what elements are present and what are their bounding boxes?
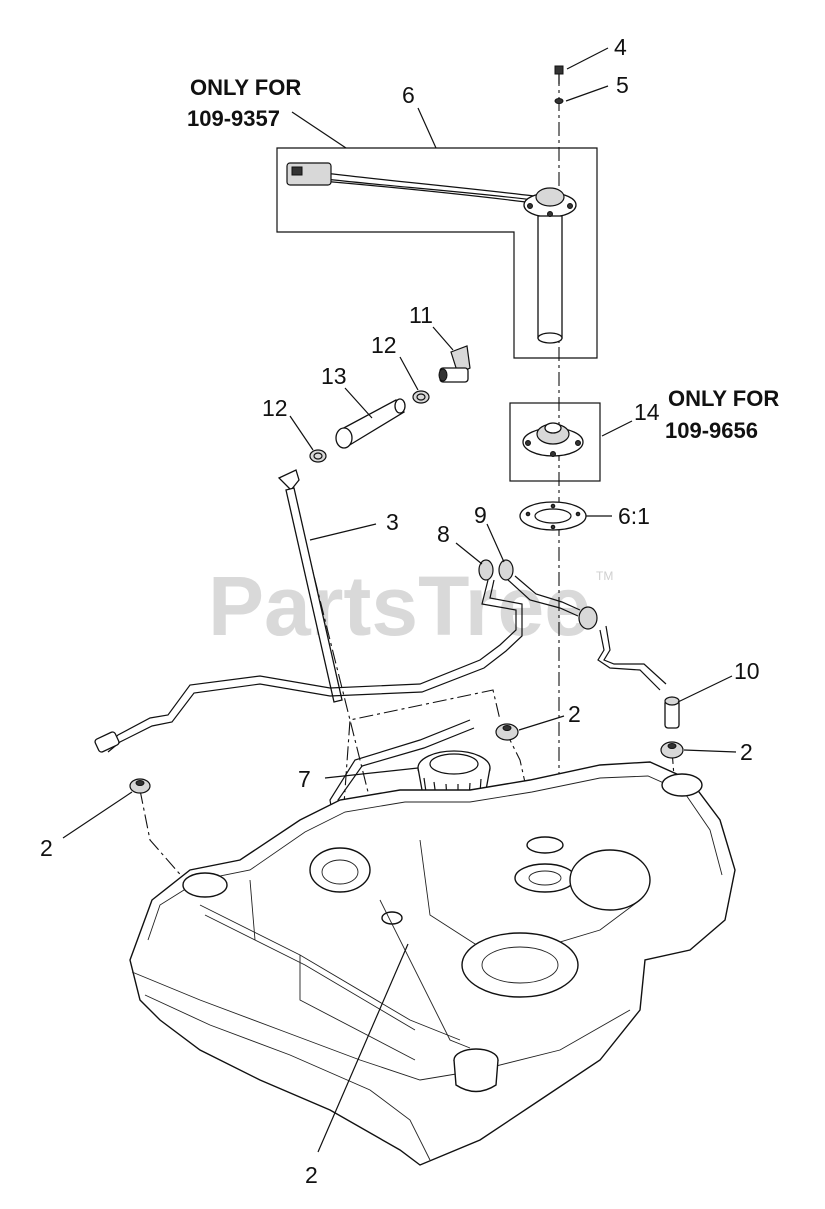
callout-8: 8 bbox=[437, 521, 450, 547]
callout-6: 6 bbox=[402, 82, 415, 108]
sender-box-outline bbox=[276, 147, 598, 359]
leader-10 bbox=[677, 675, 733, 703]
note-model-number-1-visible: 109-9357 bbox=[187, 106, 280, 131]
screw-part bbox=[554, 65, 564, 84]
callout-3: 3 bbox=[386, 509, 399, 535]
grommet-part-left bbox=[129, 778, 151, 794]
vent-tube-part bbox=[277, 469, 343, 703]
clamp-part-lower bbox=[309, 449, 327, 463]
leader-3 bbox=[309, 523, 377, 541]
sender-box-alt-outline bbox=[509, 402, 601, 482]
callout-11: 11 bbox=[409, 302, 433, 328]
leader-6 bbox=[417, 107, 437, 149]
callout-2-left: 2 bbox=[40, 835, 53, 861]
leader-9 bbox=[486, 523, 505, 563]
grommet-part-mid bbox=[495, 723, 519, 741]
note-only-for-label-2: ONLY FOR bbox=[668, 386, 779, 411]
leader-8 bbox=[455, 542, 483, 565]
callout-14: 14 bbox=[634, 399, 660, 425]
callout-12-lower: 12 bbox=[262, 395, 288, 421]
callout-6-1: 6:1 bbox=[618, 503, 650, 529]
callout-13: 13 bbox=[321, 363, 347, 389]
clamp-part-upper bbox=[412, 390, 430, 404]
axis-line-grommet-left bbox=[139, 789, 186, 881]
callout-2-right: 2 bbox=[740, 739, 753, 765]
callout-10: 10 bbox=[734, 658, 760, 684]
leader-2-bottom bbox=[317, 943, 409, 1153]
callout-9: 9 bbox=[474, 502, 487, 528]
elbow-fitting-part bbox=[438, 345, 471, 383]
fuel-sender-part bbox=[286, 162, 577, 344]
leader-note-1 bbox=[291, 111, 347, 149]
grommet-part-right bbox=[660, 741, 684, 759]
vent-hose-part bbox=[335, 398, 406, 449]
leader-4 bbox=[566, 47, 609, 70]
watermark-text: PartsTree bbox=[208, 559, 591, 653]
callout-4: 4 bbox=[614, 34, 627, 60]
callout-2-bottom: 2 bbox=[305, 1162, 318, 1188]
leader-2-left bbox=[62, 791, 133, 839]
gasket-part bbox=[519, 501, 587, 531]
leader-13 bbox=[344, 387, 373, 419]
watermark-tm: TM bbox=[596, 569, 613, 583]
leader-2-mid bbox=[518, 715, 565, 731]
leader-12a bbox=[399, 356, 419, 391]
leader-2-right bbox=[683, 749, 737, 753]
leader-12b bbox=[289, 415, 314, 451]
callout-7: 7 bbox=[298, 766, 311, 792]
leader-11 bbox=[432, 326, 454, 351]
fuel-sender-alt-part bbox=[522, 422, 584, 457]
fitting-part bbox=[664, 696, 680, 729]
callout-2-mid: 2 bbox=[568, 701, 581, 727]
leader-14 bbox=[601, 420, 633, 437]
callout-12-upper: 12 bbox=[371, 332, 397, 358]
leader-5 bbox=[565, 85, 609, 102]
note-only-for-label-1: ONLY FOR bbox=[190, 75, 301, 100]
note-model-number-2: 109-9656 bbox=[665, 418, 758, 443]
callout-5: 5 bbox=[616, 72, 629, 98]
washer-part bbox=[554, 98, 564, 104]
leader-7 bbox=[324, 767, 419, 779]
fuel-tank-part bbox=[129, 761, 736, 1166]
